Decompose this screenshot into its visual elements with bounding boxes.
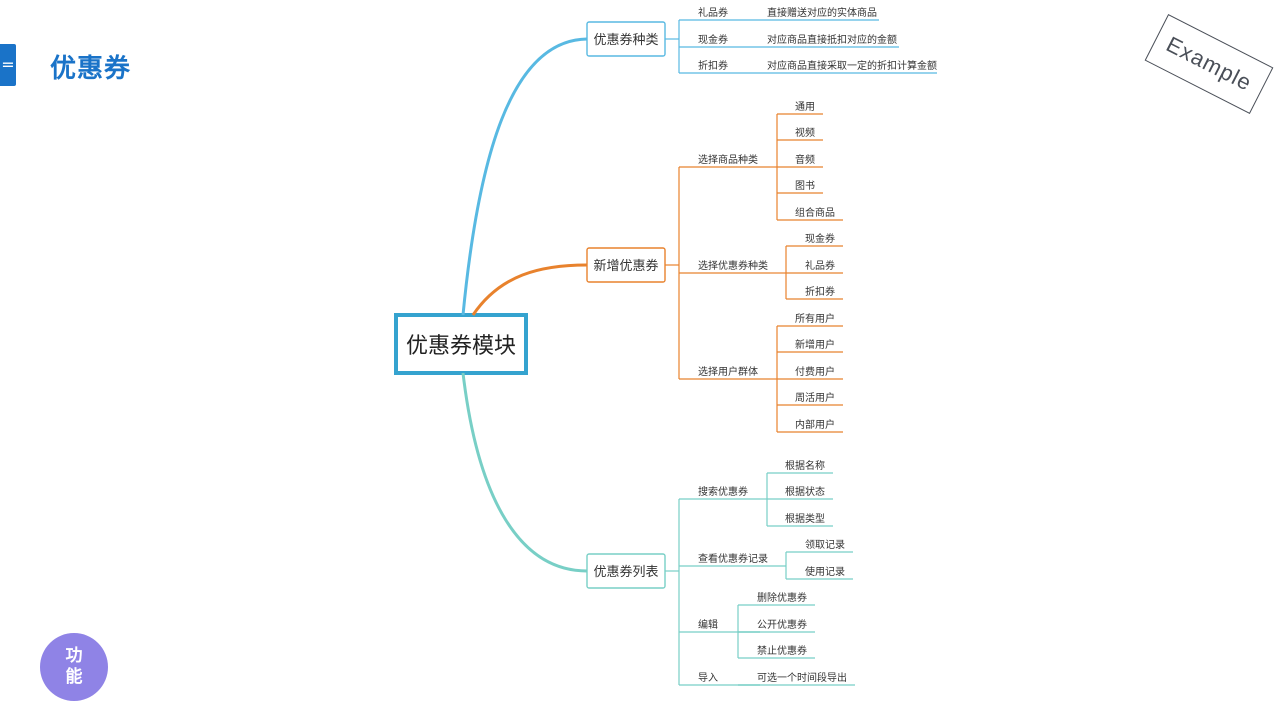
child-label-2-3-0: 可选一个时间段导出 (757, 671, 847, 684)
branch-node-label-2: 优惠券列表 (593, 564, 658, 580)
child-label-2-0-2: 根据类型 (785, 512, 825, 525)
root-node-label: 优惠券模块 (406, 334, 516, 359)
child-label-0-0-0: 直接赠送对应的实体商品 (767, 6, 877, 19)
child-label-1-0-2: 音频 (795, 153, 815, 166)
child-label-1-1-0: 现金券 (805, 232, 835, 245)
child-label-1-2-1: 新增用户 (795, 338, 835, 351)
child-label-2-2-0: 删除优惠券 (757, 591, 807, 604)
root-node (394, 313, 528, 375)
child-label-1-1-2: 折扣券 (805, 285, 835, 298)
mindmap-nodes: 优惠券种类礼品券直接赠送对应的实体商品现金券对应商品直接抵扣对应的金额折扣券对应… (586, 6, 937, 686)
branch-curve-types (461, 37, 588, 316)
child-label-1-1-1: 礼品券 (805, 259, 835, 272)
child-label-1-2-0: 所有用户 (795, 312, 835, 325)
item-label-1-2: 选择用户群体 (698, 365, 758, 378)
item-label-0-2: 折扣券 (698, 59, 728, 72)
function-badge-line2: 能 (65, 667, 83, 687)
branch-curve-add (471, 263, 588, 316)
child-label-0-2-0: 对应商品直接采取一定的折扣计算金额 (767, 59, 937, 72)
item-label-0-1: 现金券 (698, 33, 728, 46)
function-badge[interactable]: 功 能 (40, 633, 108, 701)
child-label-1-0-3: 图书 (795, 180, 815, 192)
page-title: 优惠券 (50, 54, 132, 84)
child-label-1-0-4: 组合商品 (795, 206, 835, 219)
branch-node-label-1: 新增优惠券 (593, 258, 658, 274)
child-label-1-0-1: 视频 (795, 126, 815, 139)
item-label-2-3: 导入 (698, 672, 718, 684)
child-label-1-0-0: 通用 (795, 101, 815, 113)
child-label-1-2-3: 周活用户 (795, 391, 835, 404)
child-label-2-1-1: 使用记录 (805, 565, 845, 578)
item-label-1-1: 选择优惠券种类 (698, 259, 768, 272)
item-label-2-2: 编辑 (698, 618, 718, 631)
item-label-0-0: 礼品券 (698, 6, 728, 19)
child-label-2-1-0: 领取记录 (805, 538, 845, 551)
child-label-0-1-0: 对应商品直接抵扣对应的金额 (767, 33, 897, 46)
child-label-1-2-4: 内部用户 (795, 418, 835, 431)
child-label-2-0-1: 根据状态 (785, 485, 825, 498)
child-label-2-2-2: 禁止优惠券 (757, 644, 807, 657)
branch-curve-list (461, 372, 588, 573)
item-label-1-0: 选择商品种类 (698, 153, 758, 166)
child-label-2-2-1: 公开优惠券 (757, 618, 807, 631)
function-badge-line1: 功 (65, 646, 83, 666)
item-label-2-1: 查看优惠券记录 (698, 552, 768, 565)
menu-button[interactable]: = (0, 44, 16, 86)
item-label-2-0: 搜索优惠券 (698, 485, 748, 498)
branch-node-label-0: 优惠券种类 (593, 32, 658, 48)
child-label-2-0-0: 根据名称 (785, 459, 825, 472)
child-label-1-2-2: 付费用户 (795, 365, 835, 378)
